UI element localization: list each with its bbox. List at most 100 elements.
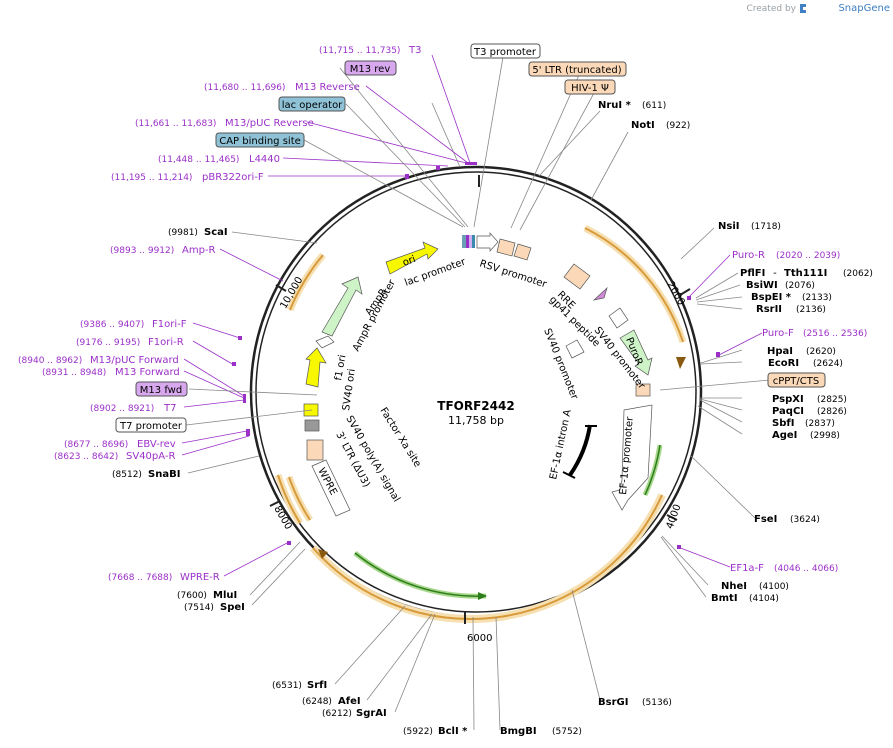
site-hpai: HpaI: [767, 346, 793, 357]
tick-label: 6000: [467, 633, 492, 644]
site-bmgbi-pos: (5752): [552, 727, 582, 737]
plasmid-size: 11,758 bp: [448, 414, 504, 427]
primer-m13-reverse-range: (11,680 .. 11,696): [204, 83, 285, 93]
arrowhead-icon: [318, 549, 328, 559]
site-nrui: NruI *: [598, 100, 632, 111]
site-nsii: NsiI: [718, 221, 739, 232]
primer-ebv-rev-range: (8677 .. 8696): [64, 440, 128, 450]
site-afei: AfeI: [338, 696, 361, 707]
primer-m13-forward-name: M13 Forward: [115, 367, 180, 378]
boxed-labels: T3 promoter 5' LTR (truncated) HIV-1 Ψ M…: [115, 43, 826, 433]
site-snabi-pos: (8512): [112, 470, 142, 480]
cppt-label: cPPT/CTS: [773, 376, 819, 387]
site-rsrii: RsrII: [756, 304, 782, 315]
primer-m13-puc-reverse-range: (11,661 .. 11,683): [135, 119, 216, 129]
ori-arrow-icon: [385, 241, 439, 275]
t7-promoter-label: T7 promoter: [119, 421, 183, 432]
site-scai: ScaI: [204, 227, 228, 238]
primer-puro-r-range: (2020 .. 2039): [776, 251, 840, 261]
primer-sv40pa-r-range: (8623 .. 8642): [54, 452, 118, 462]
primer-f1ori-f-name: F1ori-F: [152, 319, 187, 330]
site-bsrgi-pos: (5136): [642, 698, 672, 708]
primer-labels: (11,715 .. 11,735) T3 (11,680 .. 11,696)…: [18, 45, 867, 583]
arrowhead-icon: [478, 592, 487, 600]
ef1a-intron-label: EF-1α intron A: [548, 409, 574, 481]
site-agei-pos: (2998): [810, 431, 840, 441]
f1-ori-arrow-icon: [305, 347, 327, 388]
watermark-created-by: Created by: [746, 4, 796, 14]
t7-promoter-box: [115, 417, 187, 433]
primer-puro-f-range: (2516 .. 2536): [803, 329, 867, 339]
primer-f1ori-f-range: (9386 .. 9407): [80, 320, 144, 330]
primer-t3-name: T3: [408, 45, 421, 56]
ef1a-promoter-arrow-icon: [611, 404, 653, 511]
site-hpai-pos: (2620): [806, 347, 836, 357]
feature-shapes: [303, 232, 653, 517]
site-nhei-pos: (4100): [759, 582, 789, 592]
sv40-promoter-arrow-icon: [608, 307, 629, 329]
cap-site-label: CAP binding site: [219, 136, 301, 147]
orf-arc-bottom: [310, 493, 666, 623]
inner-labels: lac promoter RSV promoter RRE gp41 pepti…: [315, 254, 647, 504]
primer-pbr322-range: (11,195 .. 11,214): [111, 173, 192, 183]
ef1a-intron-arc: [568, 424, 592, 477]
site-afei-pos: (6248): [302, 697, 332, 707]
feature-box-lines: [185, 56, 771, 426]
site-pflfi-pos: (2062): [843, 269, 873, 279]
f1-ori-label: f1 ori: [333, 354, 348, 382]
snapgene-logo-icon: [800, 4, 806, 13]
primer-l4440-name: L4440: [249, 154, 280, 165]
site-bspei: BspEI *: [751, 292, 792, 303]
site-fsei-pos: (3624): [790, 515, 820, 525]
rre-box: [563, 263, 591, 290]
primer-wpre-r-name: WPRE-R: [180, 572, 220, 583]
site-mlui: MluI: [213, 590, 237, 601]
hiv-psi-box: [513, 243, 532, 261]
lac-operator-stack: [462, 235, 466, 248]
primer-m13-forward-range: (8931 .. 8948): [42, 368, 106, 378]
site-bsiwi: BsiWI: [746, 280, 778, 291]
ampr-arrow-icon: [321, 276, 363, 337]
snapgene-watermark: Created by SnapGene: [746, 3, 890, 14]
site-noti: NotI: [631, 120, 655, 131]
m13-fwd-label: M13 fwd: [140, 385, 182, 396]
site-sbfi: SbfI: [772, 418, 794, 429]
primer-m13-puc-reverse-name: M13/pUC Reverse: [225, 118, 314, 129]
site-srfi: SrfI: [307, 680, 327, 691]
cppt-box: [635, 383, 651, 397]
site-sgrai: SgrAI: [356, 708, 387, 719]
site-leader-lines: [187, 102, 756, 731]
site-ecori-pos: (2624): [813, 359, 843, 369]
m13-fwd-box: [135, 381, 188, 397]
site-paqci: PaqCI: [772, 406, 804, 417]
primer-puro-f-name: Puro-F: [762, 328, 794, 339]
hiv-psi-label-box: [564, 79, 616, 95]
sv40-promoter-label-2: SV40 promoter: [541, 327, 580, 402]
t3-promoter-arrow-icon: [476, 232, 499, 252]
wpre-box: [311, 459, 351, 517]
primer-amp-r-range: (9893 .. 9912): [110, 246, 174, 256]
site-sbfi-pos: (2837): [805, 419, 835, 429]
primer-ef1a-f-name: EF1a-F: [730, 563, 764, 574]
site-bcli: BclI *: [438, 726, 468, 737]
ltr5-label-box: [528, 61, 627, 77]
sv40-polya-box: [304, 419, 320, 432]
primer-amp-r-name: Amp-R: [182, 245, 216, 256]
cppt-label-box: [767, 372, 826, 388]
primer-l4440-range: (11,448 .. 11,465): [158, 155, 239, 165]
site-spei: SpeI: [220, 602, 245, 613]
ori-label: ori: [401, 254, 417, 269]
plasmid-name: TFORF2442: [437, 399, 514, 413]
site-labels: NruI * (611) NotI (922) NsiI (1718) PflF…: [112, 100, 873, 737]
feature-arcs: [274, 224, 687, 623]
site-agei: AgeI: [772, 430, 797, 441]
primer-f1ori-r-name: F1ori-R: [148, 337, 184, 348]
site-snabi: SnaBI: [148, 469, 180, 480]
site-pspxi-pos: (2825): [817, 395, 847, 405]
site-rsrii-pos: (2136): [796, 305, 826, 315]
site-scai-pos: (9981): [168, 228, 198, 238]
ampr-promoter-icon: [315, 335, 335, 349]
tick-label: 4000: [665, 503, 684, 531]
site-fsei: FseI: [754, 514, 777, 525]
site-noti-pos: (922): [666, 121, 690, 131]
